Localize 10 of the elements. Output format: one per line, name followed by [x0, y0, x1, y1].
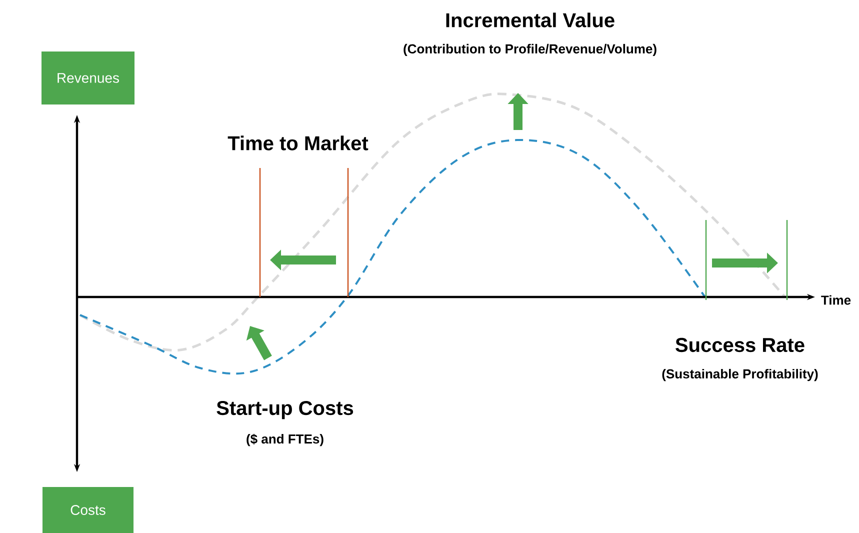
- label-text: (Contribution to Profile/Revenue/Volume): [404, 44, 656, 56]
- label-box: Costs: [42, 487, 134, 533]
- label-text: Time: [821, 295, 851, 305]
- label-text: ($ and FTEs): [246, 434, 324, 446]
- label-text: Incremental Value: [446, 12, 614, 28]
- label-text: Time to Market: [228, 136, 368, 150]
- label-box: Revenues: [42, 52, 134, 104]
- label-text: Start-up Costs: [216, 400, 354, 420]
- label-text: Success Rate: [676, 338, 804, 352]
- label-text: (Sustainable Profitability): [662, 368, 818, 382]
